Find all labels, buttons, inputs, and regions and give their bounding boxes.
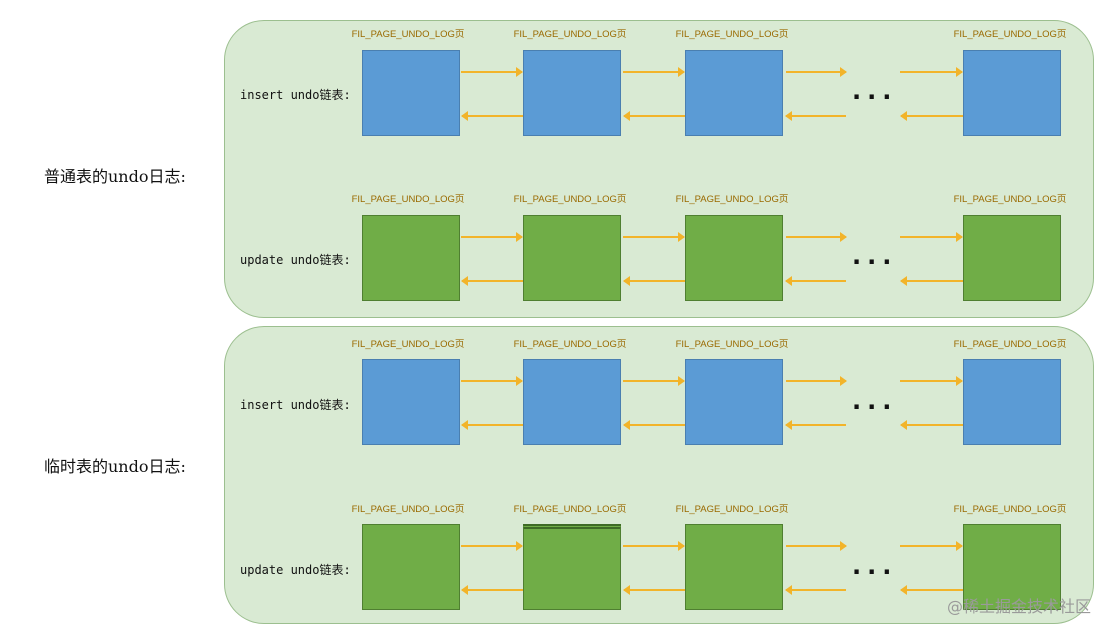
- undo-page-block: [523, 359, 621, 445]
- next-arrow: [461, 541, 523, 551]
- next-arrow: [900, 232, 963, 242]
- page-label: FIL_PAGE_UNDO_LOG页: [953, 504, 1067, 515]
- page-label: FIL_PAGE_UNDO_LOG页: [675, 339, 789, 350]
- next-arrow: [623, 541, 685, 551]
- prev-arrow: [785, 420, 846, 430]
- next-arrow: [786, 376, 847, 386]
- undo-page-block: [963, 359, 1061, 445]
- prev-arrow: [623, 585, 685, 595]
- ellipsis: ...: [852, 387, 898, 415]
- ellipsis: ...: [852, 552, 898, 580]
- page-label: FIL_PAGE_UNDO_LOG页: [351, 29, 465, 40]
- prev-arrow: [623, 420, 685, 430]
- undo-page-block: [362, 524, 460, 610]
- page-label: FIL_PAGE_UNDO_LOG页: [953, 29, 1067, 40]
- update-undo-list-label: update undo链表:: [240, 253, 351, 267]
- page-label: FIL_PAGE_UNDO_LOG页: [351, 339, 465, 350]
- prev-arrow: [900, 420, 963, 430]
- page-label: FIL_PAGE_UNDO_LOG页: [513, 339, 627, 350]
- ellipsis: ...: [852, 242, 898, 270]
- next-arrow: [623, 67, 685, 77]
- next-arrow: [786, 541, 847, 551]
- page-label: FIL_PAGE_UNDO_LOG页: [351, 194, 465, 205]
- next-arrow: [786, 67, 847, 77]
- prev-arrow: [461, 276, 523, 286]
- insert-undo-list-label: insert undo链表:: [240, 398, 351, 412]
- page-label: FIL_PAGE_UNDO_LOG页: [953, 339, 1067, 350]
- prev-arrow: [785, 585, 846, 595]
- undo-page-block: [362, 359, 460, 445]
- update-undo-list-label: update undo链表:: [240, 563, 351, 577]
- prev-arrow: [461, 420, 523, 430]
- next-arrow: [900, 376, 963, 386]
- next-arrow: [900, 67, 963, 77]
- page-label: FIL_PAGE_UNDO_LOG页: [513, 29, 627, 40]
- prev-arrow: [785, 276, 846, 286]
- next-arrow: [900, 541, 963, 551]
- prev-arrow: [785, 111, 846, 121]
- page-label: FIL_PAGE_UNDO_LOG页: [351, 504, 465, 515]
- undo-page-block: [523, 524, 621, 610]
- ellipsis: ...: [852, 77, 898, 105]
- insert-undo-list-label: insert undo链表:: [240, 88, 351, 102]
- page-label: FIL_PAGE_UNDO_LOG页: [675, 504, 789, 515]
- watermark: @稀土掘金技术社区: [946, 597, 1091, 616]
- next-arrow: [786, 232, 847, 242]
- prev-arrow: [461, 111, 523, 121]
- next-arrow: [461, 232, 523, 242]
- next-arrow: [623, 232, 685, 242]
- next-arrow: [461, 376, 523, 386]
- prev-arrow: [623, 111, 685, 121]
- undo-page-block: [362, 50, 460, 136]
- normal-table-undo-label: 普通表的undo日志:: [44, 167, 186, 186]
- undo-page-block: [523, 215, 621, 301]
- page-label: FIL_PAGE_UNDO_LOG页: [675, 29, 789, 40]
- page-label: FIL_PAGE_UNDO_LOG页: [953, 194, 1067, 205]
- undo-page-block: [963, 50, 1061, 136]
- prev-arrow: [900, 585, 963, 595]
- prev-arrow: [900, 276, 963, 286]
- page-label: FIL_PAGE_UNDO_LOG页: [675, 194, 789, 205]
- undo-page-block: [685, 50, 783, 136]
- undo-page-block: [685, 359, 783, 445]
- undo-page-block: [523, 50, 621, 136]
- undo-page-block: [963, 524, 1061, 610]
- prev-arrow: [900, 111, 963, 121]
- page-label: FIL_PAGE_UNDO_LOG页: [513, 504, 627, 515]
- prev-arrow: [461, 585, 523, 595]
- prev-arrow: [623, 276, 685, 286]
- undo-page-block: [685, 524, 783, 610]
- undo-page-block: [362, 215, 460, 301]
- page-label: FIL_PAGE_UNDO_LOG页: [513, 194, 627, 205]
- next-arrow: [623, 376, 685, 386]
- temp-table-undo-label: 临时表的undo日志:: [44, 457, 186, 476]
- next-arrow: [461, 67, 523, 77]
- undo-page-block: [963, 215, 1061, 301]
- undo-page-block: [685, 215, 783, 301]
